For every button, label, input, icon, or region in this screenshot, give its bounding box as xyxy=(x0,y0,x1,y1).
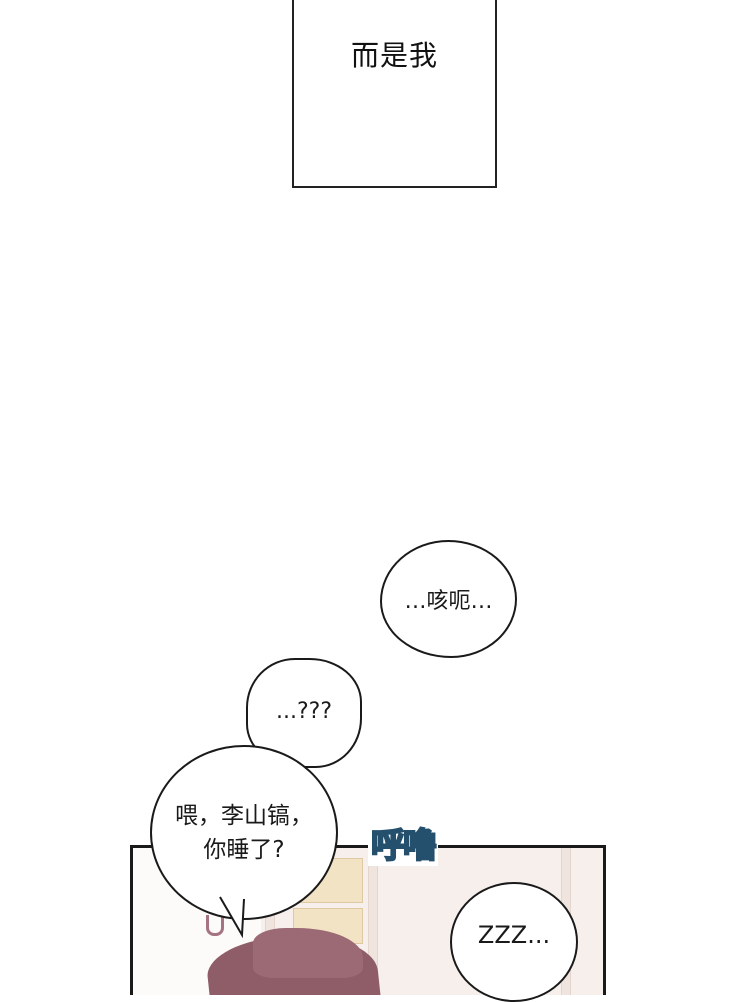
bubble-text: ZZZ... xyxy=(477,921,551,949)
speech-bubble-tail xyxy=(218,895,246,939)
bubble-text-line-1: 喂，李山镐， xyxy=(175,802,313,829)
bubble-text: ...??? xyxy=(275,698,332,724)
hair-tip xyxy=(206,915,224,936)
blanket-fold xyxy=(253,928,363,978)
snore-sound-effect: 呼噜 xyxy=(368,825,438,867)
speech-bubble-hey: 喂，李山镐， 你睡了? xyxy=(150,745,338,920)
bubble-text-line-2: 你睡了? xyxy=(203,836,285,863)
speech-bubble-cough: …咳呃… xyxy=(380,540,517,658)
shelf-post xyxy=(368,848,378,995)
top-panel: 而是我 xyxy=(292,0,497,188)
shelf-post xyxy=(265,848,275,995)
bubble-text: …咳呃… xyxy=(404,589,493,614)
speech-bubble-zzz: ZZZ... xyxy=(450,882,578,1002)
panel-caption: 而是我 xyxy=(350,39,438,72)
